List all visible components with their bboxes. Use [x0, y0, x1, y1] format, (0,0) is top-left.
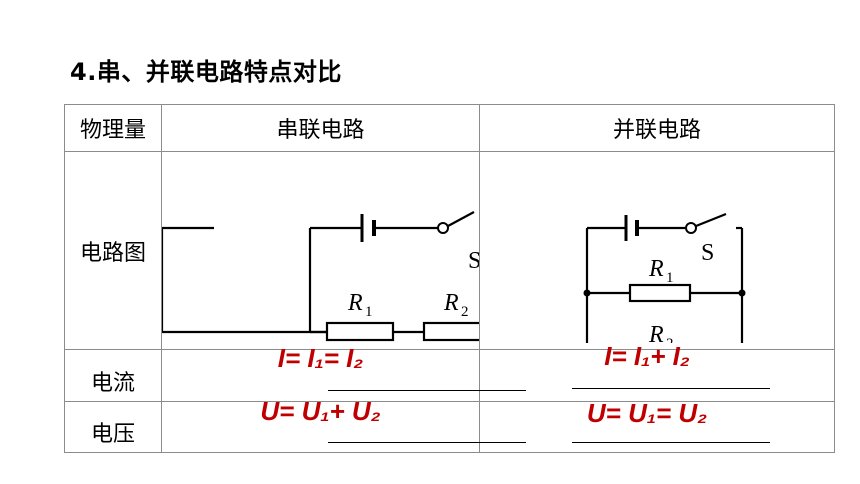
- series-r1-subscript: 1: [365, 304, 373, 320]
- series-resistor-r1: [325, 321, 395, 342]
- series-current-formula: I= I₁= I₂: [277, 343, 364, 373]
- parallel-junction-left: [583, 289, 591, 297]
- parallel-r2-symbol: R: [648, 322, 664, 343]
- series-switch-label: S: [468, 248, 479, 274]
- table-header-row: 物理量 串联电路 并联电路: [64, 104, 835, 152]
- series-battery: [360, 214, 376, 242]
- header-quantity: 物理量: [64, 104, 162, 152]
- parallel-r1-symbol: R: [648, 256, 664, 282]
- parallel-current-blank-line: [572, 388, 770, 389]
- table-row-diagram: 电路图: [64, 151, 835, 370]
- parallel-switch-pivot: [685, 222, 697, 234]
- parallel-voltage-blank-line: [572, 442, 770, 443]
- header-series: 串联电路: [161, 104, 480, 152]
- series-r2-subscript: 2: [461, 304, 469, 320]
- series-r1-symbol: R: [347, 290, 363, 316]
- series-voltage-blank-line: [328, 442, 526, 443]
- table-row-voltage: 电压 U= U₁+ U₂ U= U₁= U₂: [64, 396, 835, 453]
- series-voltage-formula: U= U₁+ U₂: [260, 396, 381, 426]
- parallel-voltage-formula: U= U₁= U₂: [586, 398, 708, 428]
- parallel-circuit-cell: S R 1 R 2: [479, 151, 835, 370]
- header-parallel: 并联电路: [479, 104, 835, 152]
- parallel-junction-right: [738, 289, 746, 297]
- comparison-table: 物理量 串联电路 并联电路 电路图: [64, 104, 835, 453]
- parallel-current-formula: I= I₁+ I₂: [604, 341, 690, 371]
- parallel-current-cell: I= I₁+ I₂: [479, 341, 835, 402]
- series-circuit-cell: S R 1 R 2: [160, 151, 522, 350]
- section-title: 4.串、并联电路特点对比: [70, 58, 342, 86]
- parallel-voltage-cell: U= U₁= U₂: [479, 398, 835, 453]
- series-resistor-r2: [422, 321, 492, 342]
- series-current-blank-line: [328, 390, 526, 391]
- parallel-circuit-diagram: S R 1 R 2: [583, 212, 746, 370]
- parallel-switch-label: S: [701, 240, 714, 266]
- row-label-diagram: 电路图: [64, 151, 162, 350]
- parallel-r1-subscript: 1: [666, 270, 674, 286]
- table-row-current: 电流 I= I₁= I₂ I= I₁+ I₂: [64, 341, 835, 402]
- series-switch-pivot: [437, 222, 449, 234]
- parallel-wires: [585, 212, 744, 362]
- row-label-current: 电流: [64, 349, 162, 402]
- series-voltage-cell: U= U₁+ U₂: [161, 396, 526, 453]
- parallel-resistor-r1: [628, 283, 692, 303]
- series-current-cell: I= I₁= I₂: [161, 343, 526, 402]
- series-circuit-diagram: S R 1 R 2: [160, 211, 522, 342]
- parallel-battery: [624, 215, 639, 241]
- row-label-voltage: 电压: [64, 401, 162, 453]
- series-r2-symbol: R: [443, 290, 459, 316]
